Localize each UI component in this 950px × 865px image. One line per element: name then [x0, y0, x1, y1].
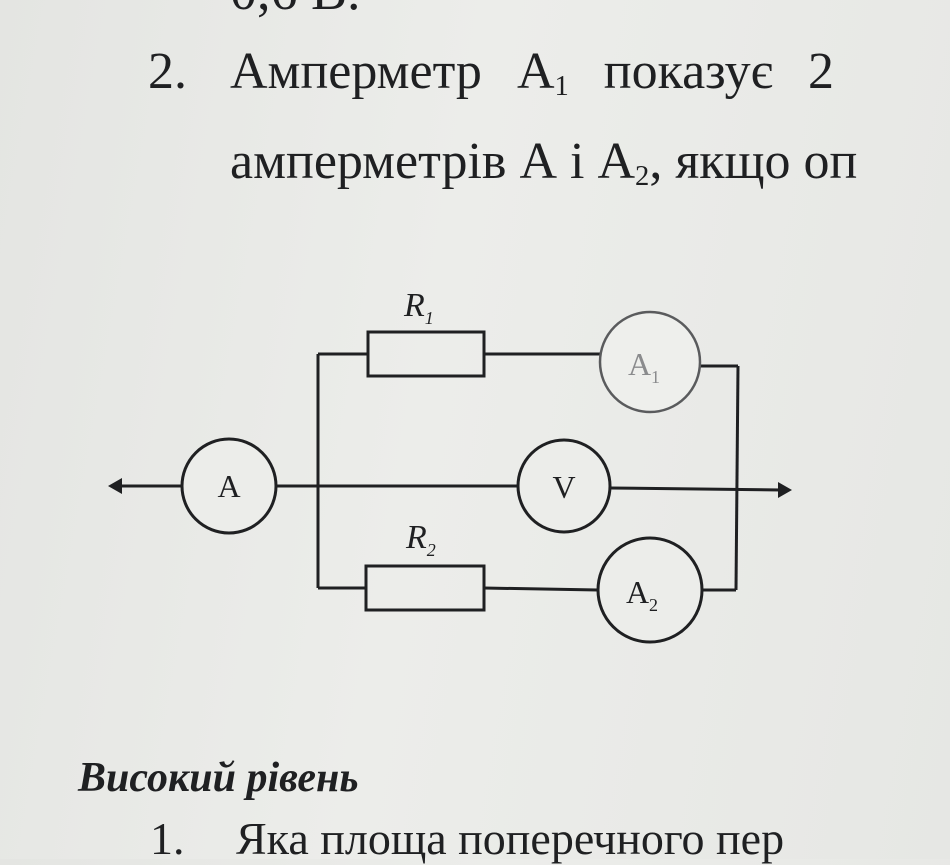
ammeter-a2 [596, 536, 704, 644]
r2-label: R2 [405, 519, 436, 560]
value-2: 2 [807, 43, 834, 100]
voltmeter-label: V [552, 469, 575, 505]
ammeter-a2-label: A2 [626, 574, 658, 615]
left-terminal [108, 478, 122, 494]
problem-line-2: амперметрів А і А2, якщо оп [230, 133, 858, 193]
ammeter-a [180, 437, 278, 535]
right-terminal [778, 482, 792, 498]
ammeter-a-label: A [217, 468, 240, 504]
word-shows: показує [603, 43, 773, 100]
word-ammeter: Амперметр [230, 43, 482, 100]
previous-answer-cut: 0,6 В. [230, 0, 361, 22]
ammeter-a1 [598, 310, 702, 414]
ammeter-a1-ref: А1 [516, 43, 569, 103]
problem-line-1: Амперметр А1 показує 2 [230, 42, 834, 103]
section-heading: Високий рівень [78, 755, 359, 801]
voltmeter-v [516, 438, 612, 534]
next-problem-number: 1. [150, 813, 185, 864]
resistor-r1 [366, 330, 486, 378]
next-problem-text: Яка площа поперечного пер [236, 813, 785, 864]
r1-label: R1 [403, 287, 434, 328]
ammeter-a1-label: A1 [628, 346, 660, 387]
problem-number: 2. [148, 43, 187, 100]
resistor-r2 [364, 564, 486, 612]
